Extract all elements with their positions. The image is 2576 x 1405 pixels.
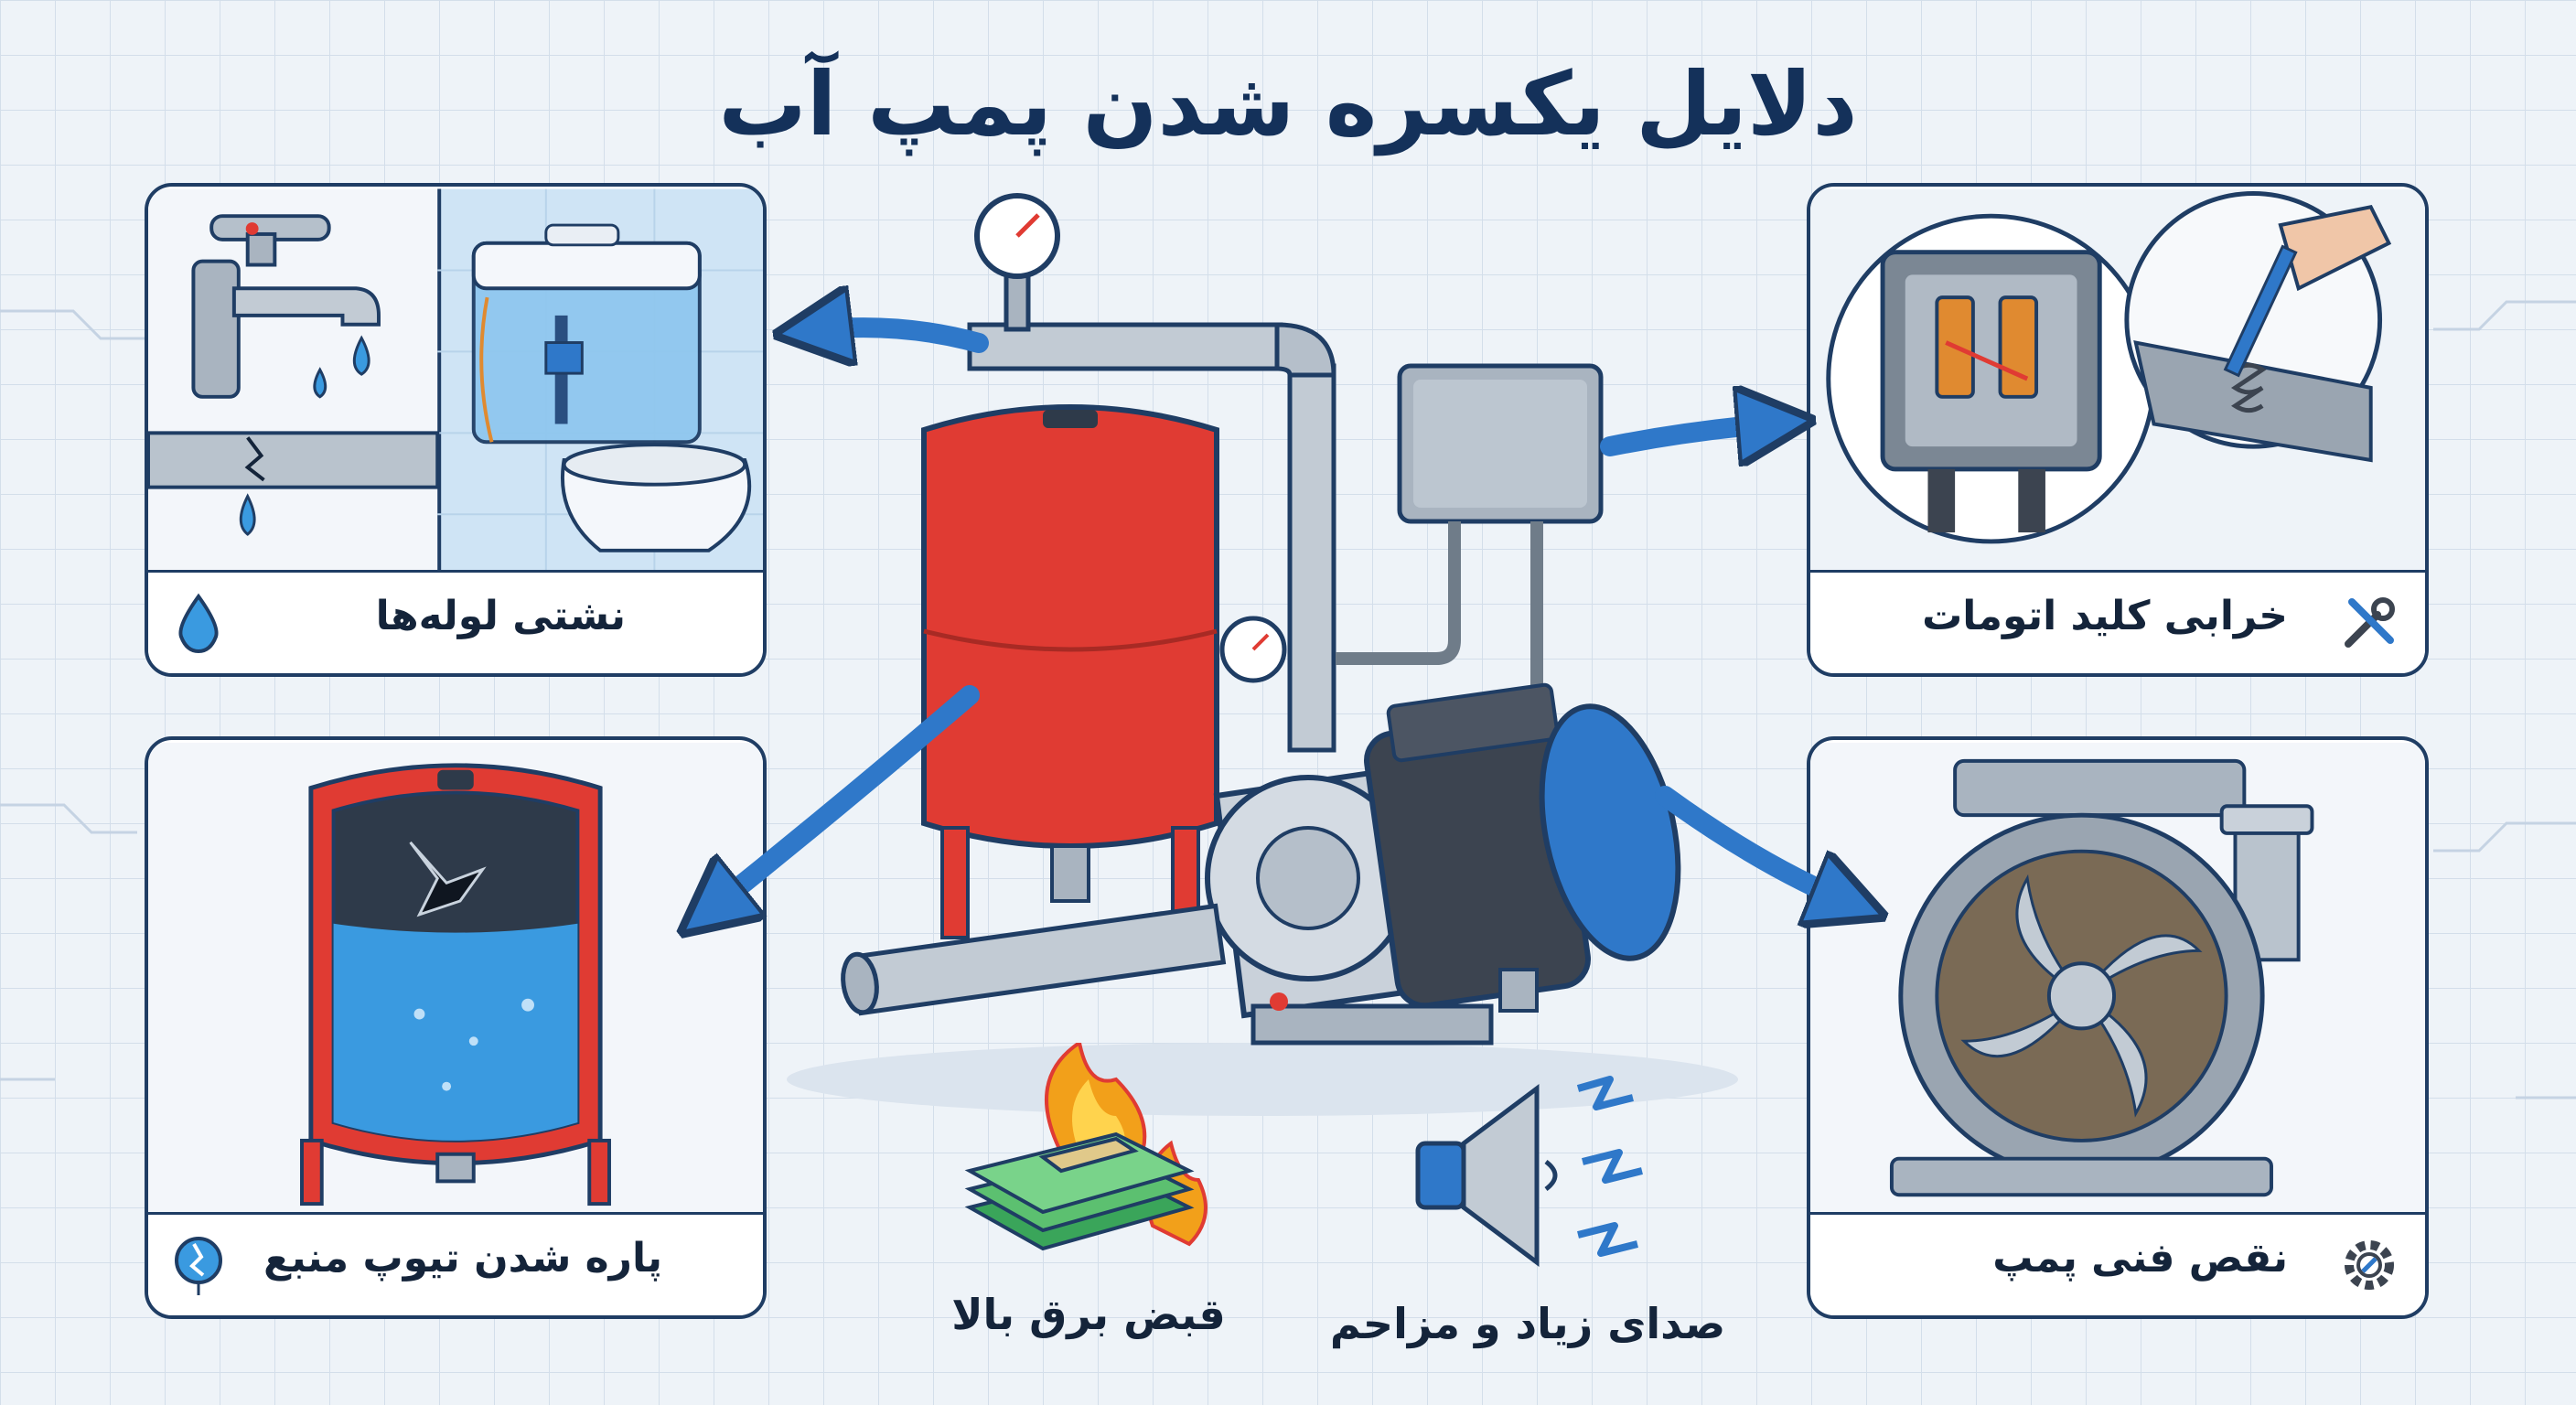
panel-footer: خرابی کلید اتومات bbox=[1810, 570, 2425, 673]
panel-footer: نشتی لوله‌ها bbox=[148, 570, 763, 673]
panel-tube-rupture: پاره شدن تیوپ منبع bbox=[145, 736, 767, 1319]
tools-icon bbox=[2345, 597, 2395, 648]
impeller-illustration bbox=[1810, 743, 2425, 1219]
discharge-pipe bbox=[967, 272, 1336, 753]
panel-footer: پاره شدن تیوپ منبع bbox=[148, 1212, 763, 1315]
page-title: دلایل یکسره شدن پمپ آب bbox=[718, 53, 1858, 156]
bottom-label-noise: صدای زیاد و مزاحم bbox=[1329, 1299, 1726, 1348]
speaker-noise-icon bbox=[1415, 1076, 1643, 1267]
panel-label-pressure-switch: خرابی کلید اتومات bbox=[1922, 593, 2288, 639]
arrow-to-pressure-switch bbox=[1600, 423, 1784, 446]
arrow-to-pipe-leak bbox=[805, 327, 989, 343]
panel-pipe-leak: نشتی لوله‌ها bbox=[145, 183, 767, 677]
panel-label-tube-rupture: پاره شدن تیوپ منبع bbox=[263, 1235, 662, 1282]
arrow-to-pump-defect bbox=[1655, 786, 1857, 906]
bottom-label-high-bill: قبض برق بالا bbox=[951, 1290, 1226, 1339]
burning-money-icon bbox=[964, 1043, 1208, 1251]
gear-wrench-icon bbox=[2345, 1240, 2394, 1290]
panel-pump-defect: نقص فنی پمپ bbox=[1807, 736, 2429, 1319]
panel-label-pipe-leak: نشتی لوله‌ها bbox=[375, 593, 626, 639]
control-box bbox=[1336, 363, 1604, 750]
ruptured-tank-illustration bbox=[148, 743, 763, 1219]
panel-pressure-switch: خرابی کلید اتومات bbox=[1807, 183, 2429, 677]
pressure-tank bbox=[921, 404, 1219, 939]
arrow-to-tube-rupture bbox=[704, 685, 980, 915]
suction-pipe bbox=[841, 903, 1227, 1016]
panel-label-pump-defect: نقص فنی پمپ bbox=[1992, 1235, 2288, 1282]
pump-motor bbox=[1205, 682, 1681, 1046]
water-drop-icon bbox=[178, 593, 219, 654]
panel-footer: نقص فنی پمپ bbox=[1810, 1212, 2425, 1315]
burst-balloon-icon bbox=[175, 1237, 222, 1295]
pipe-leak-illustration bbox=[148, 188, 763, 578]
pressure-switch-illustration bbox=[1810, 188, 2425, 578]
